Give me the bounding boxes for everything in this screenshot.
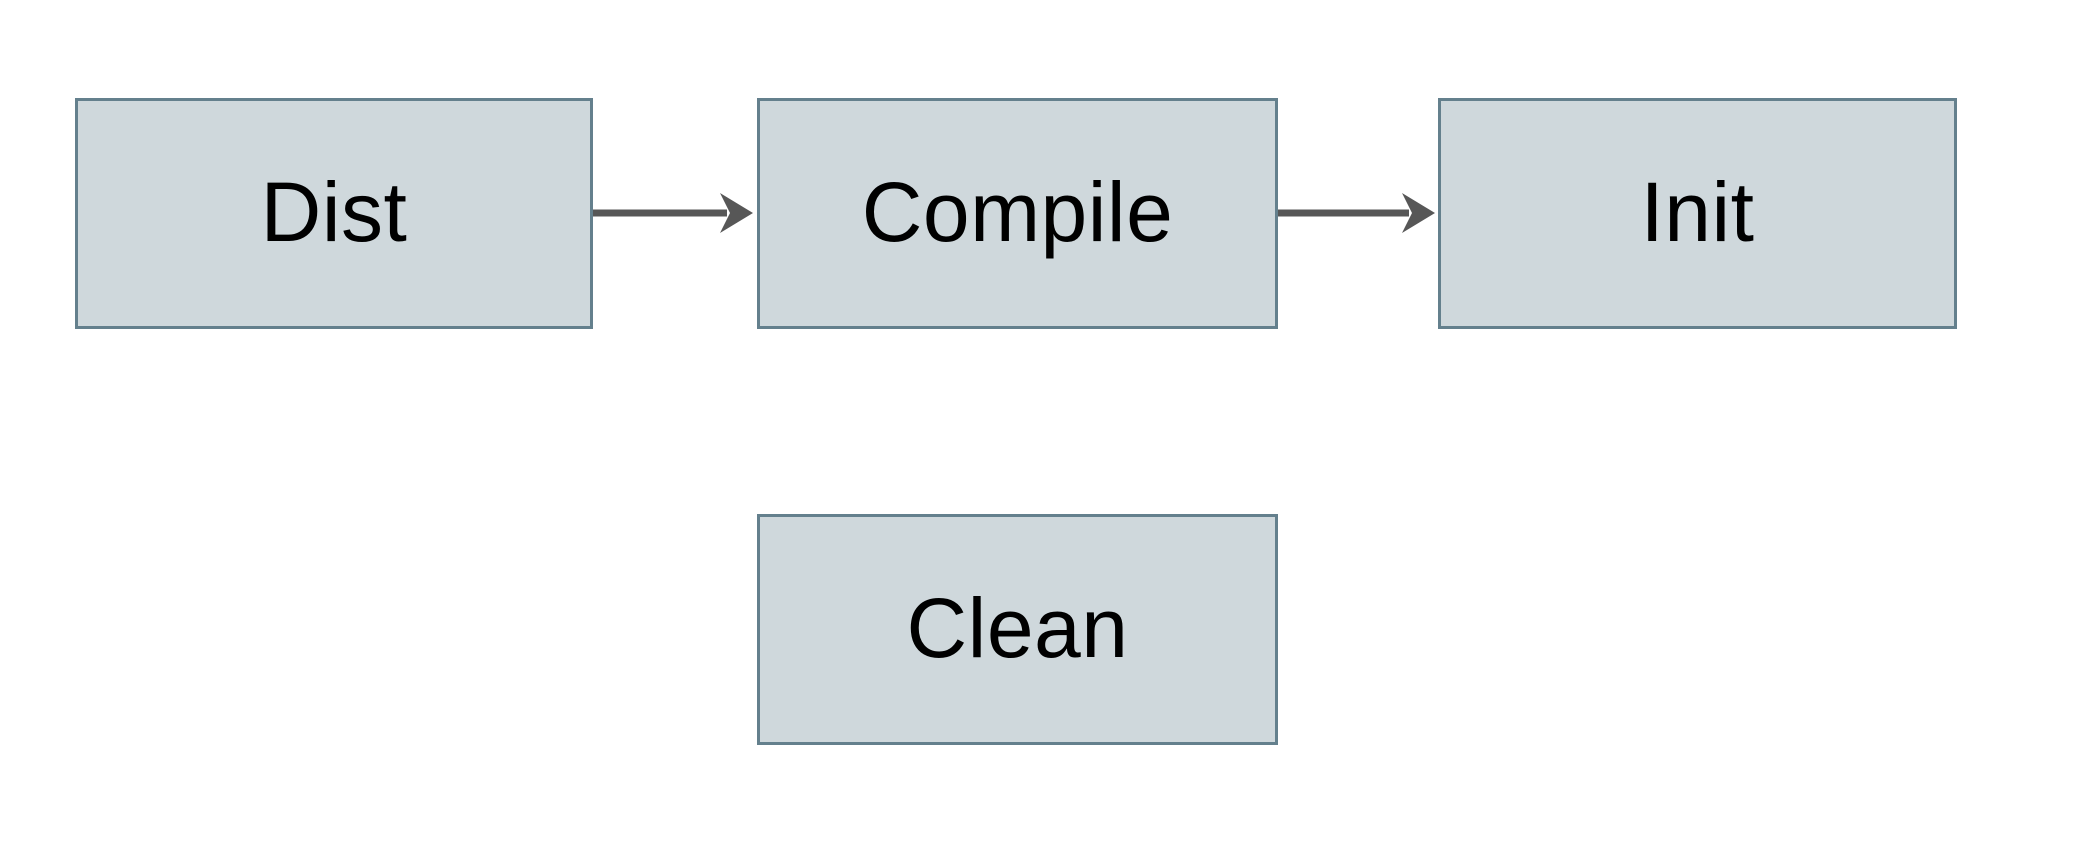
node-compile-label: Compile [861,164,1174,259]
flow-arrow-compile-to-init [1278,193,1435,233]
node-init: Init [1438,98,1957,329]
node-clean: Clean [757,514,1278,745]
flow-arrow-dist-to-compile [593,193,753,233]
node-clean-label: Clean [906,580,1129,675]
node-compile: Compile [757,98,1278,329]
node-dist-label: Dist [260,164,408,259]
node-dist: Dist [75,98,593,329]
node-init-label: Init [1640,164,1755,259]
